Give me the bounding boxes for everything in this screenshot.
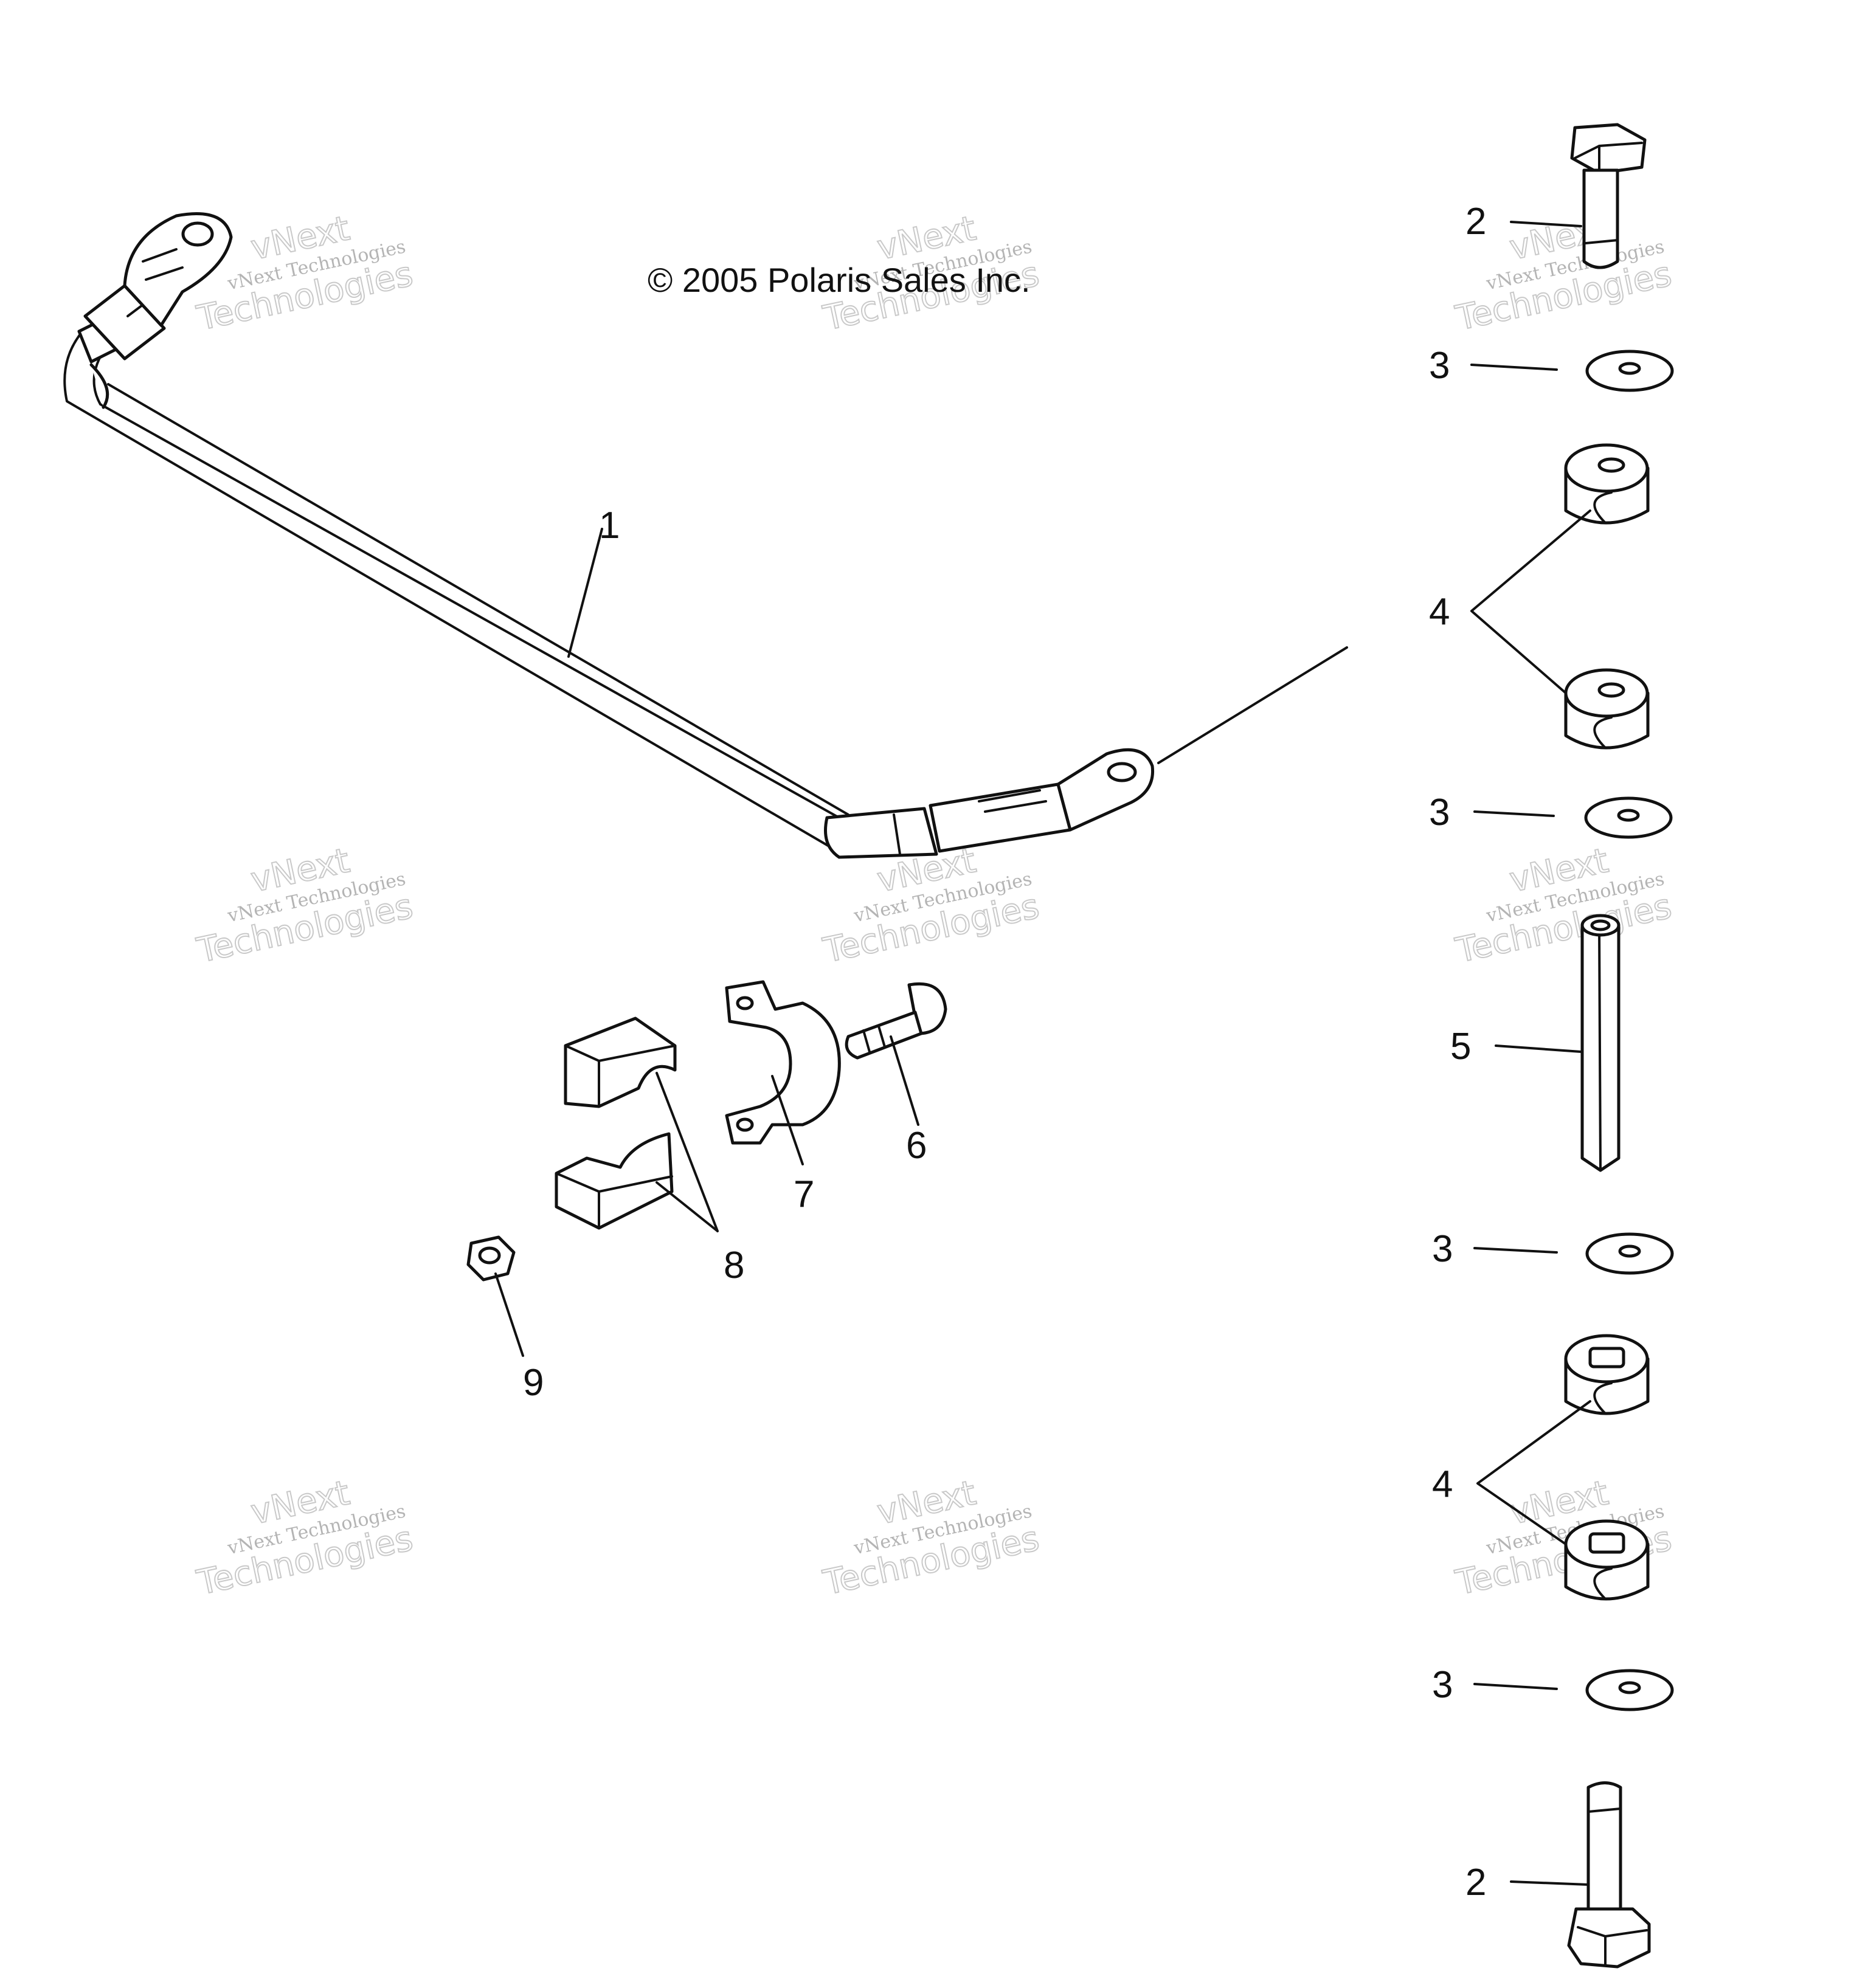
watermark: vNext vNext Technologies Technologies vN…	[193, 208, 1675, 1604]
leader-line-3-c	[1473, 1247, 1558, 1254]
washer	[1585, 1232, 1674, 1275]
callout-3-a: 3	[1429, 345, 1450, 387]
bar-bushing-upper	[564, 1016, 677, 1108]
stabilizer-bar	[63, 212, 1155, 859]
carriage-bolt	[845, 982, 947, 1060]
callout-8: 8	[724, 1244, 744, 1286]
bushing	[1564, 668, 1650, 750]
leader-line-9	[494, 1272, 524, 1357]
leader-line-7	[771, 1075, 804, 1165]
leader-line-6	[890, 1035, 919, 1126]
callout-7: 7	[794, 1173, 814, 1215]
washer	[1585, 350, 1674, 392]
bushing	[1564, 1519, 1650, 1601]
callout-6: 6	[906, 1125, 927, 1167]
callout-4-top: 4	[1429, 591, 1450, 633]
leader-line-3-b	[1473, 810, 1555, 817]
callout-9: 9	[523, 1362, 544, 1404]
leader-line-2-top	[1510, 221, 1582, 227]
leader-line-8	[656, 1072, 719, 1232]
bushing	[1564, 443, 1650, 525]
bar-bushing-lower	[555, 1132, 674, 1230]
leader-line-2-bottom	[1510, 1880, 1590, 1886]
leader-line-4-bottom	[1476, 1400, 1591, 1545]
callout-2-bottom: 2	[1465, 1862, 1486, 1903]
washer	[1584, 796, 1673, 839]
leader-line-3-d	[1473, 1683, 1558, 1690]
washer	[1585, 1669, 1674, 1711]
callout-4-bottom: 4	[1432, 1463, 1453, 1505]
bolt-top	[1570, 123, 1647, 269]
leader-line-5	[1495, 1044, 1582, 1053]
leader-line-3-a	[1470, 364, 1558, 371]
leader-line-1	[567, 528, 603, 658]
link-rod	[1580, 914, 1621, 1172]
hex-nut	[466, 1235, 516, 1282]
callout-3-b: 3	[1429, 792, 1450, 834]
assembly-leader-line	[1157, 646, 1348, 764]
callout-5: 5	[1450, 1026, 1471, 1068]
copyright-text: © 2005 Polaris Sales Inc.	[648, 261, 1031, 299]
bar-clamp	[725, 980, 841, 1145]
callout-3-c: 3	[1432, 1228, 1453, 1270]
leader-line-4-top	[1470, 509, 1591, 694]
bushing	[1564, 1334, 1650, 1415]
callout-2-top: 2	[1465, 201, 1486, 243]
callout-1: 1	[599, 505, 620, 547]
bolt-bottom	[1567, 1781, 1651, 1969]
callout-3-d: 3	[1432, 1664, 1453, 1706]
